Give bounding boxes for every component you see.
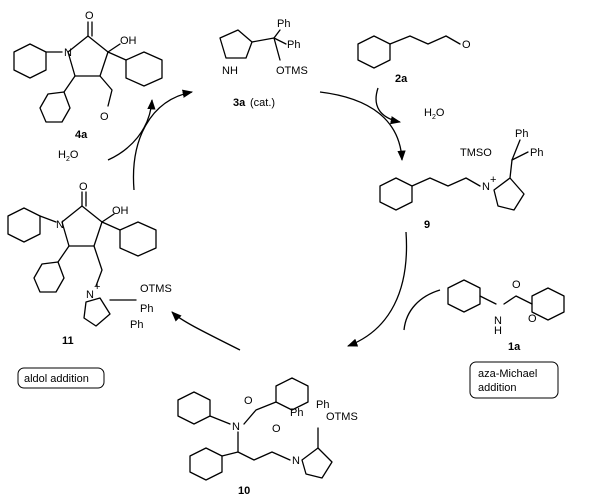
atom-n-10: N bbox=[232, 421, 240, 433]
compound-9-structure: N + TMSO Ph Ph 9 bbox=[379, 128, 543, 231]
atom-otms-10: OTMS bbox=[326, 411, 358, 423]
arrow-form-iminium bbox=[319, 91, 406, 162]
atom-n-1a: N bbox=[494, 315, 502, 327]
aldol-addition-box bbox=[17, 367, 105, 389]
atom-n-9: N bbox=[482, 181, 490, 193]
atom-ph-2: Ph bbox=[287, 39, 300, 51]
atom-n-11: N bbox=[56, 219, 64, 231]
compound-2a-structure: O 2a bbox=[357, 35, 471, 85]
atom-n-11b: N bbox=[86, 289, 94, 301]
label-2a: 2a bbox=[395, 73, 408, 85]
atom-ph-11b: Ph bbox=[130, 319, 143, 331]
label-10: 10 bbox=[238, 485, 250, 497]
arrow-aldol bbox=[171, 311, 241, 351]
atom-o-10-2: O bbox=[272, 423, 281, 435]
arrow-release-4a bbox=[107, 98, 156, 161]
atom-o-aldehyde: O bbox=[100, 111, 109, 123]
atom-ph-9b: Ph bbox=[530, 147, 543, 159]
atom-o-2a: O bbox=[462, 39, 471, 51]
atom-h-1a: H bbox=[494, 325, 502, 337]
atom-o-1a-2: O bbox=[528, 313, 537, 325]
atom-plus-11: + bbox=[94, 281, 100, 293]
label-3a-note: (cat.) bbox=[250, 97, 275, 109]
water-in-label: H2O bbox=[58, 149, 79, 163]
compound-1a-structure: N H O O 1a bbox=[447, 279, 565, 353]
aldol-addition-label: aldol addition bbox=[24, 373, 89, 385]
label-1a: 1a bbox=[508, 341, 521, 353]
aza-michael-label-line1: aza-Michael bbox=[478, 368, 537, 380]
water-out-label: H2O bbox=[424, 107, 445, 121]
label-4a: 4a bbox=[75, 129, 88, 141]
atom-ph-1: Ph bbox=[277, 18, 290, 30]
atom-n: N bbox=[64, 47, 72, 59]
atom-ph-10b: Ph bbox=[316, 399, 329, 411]
arrow-regenerate-catalyst bbox=[132, 89, 194, 191]
atom-tmso: TMSO bbox=[460, 147, 492, 159]
atom-o: O bbox=[85, 10, 94, 22]
arrow-1a-in bbox=[403, 289, 441, 331]
atom-oh-11: OH bbox=[112, 205, 129, 217]
atom-otms: OTMS bbox=[276, 65, 308, 77]
atom-otms-11: OTMS bbox=[140, 283, 172, 295]
atom-n-10b: N bbox=[292, 455, 300, 467]
atom-nh: NH bbox=[222, 65, 238, 77]
aza-michael-label-line2: addition bbox=[478, 382, 517, 394]
label-11: 11 bbox=[62, 335, 74, 347]
compound-4a-structure: O N OH O 4a bbox=[13, 10, 163, 141]
atom-ph-11a: Ph bbox=[140, 303, 153, 315]
aza-michael-box bbox=[469, 361, 559, 399]
atom-o-10-1: O bbox=[244, 395, 253, 407]
label-9: 9 bbox=[424, 219, 430, 231]
arrow-water-out bbox=[375, 87, 402, 125]
atom-o-1a-1: O bbox=[512, 279, 521, 291]
atom-o-11: O bbox=[79, 181, 88, 193]
compound-3a-structure: NH Ph Ph OTMS 3a (cat.) bbox=[219, 18, 308, 109]
compound-10-structure: N O O N Ph Ph OTMS 10 bbox=[177, 377, 358, 497]
atom-plus-9: + bbox=[490, 174, 496, 186]
label-3a: 3a bbox=[233, 97, 246, 109]
atom-oh: OH bbox=[120, 35, 137, 47]
compound-11-structure: O N OH N + OTMS Ph Ph 11 bbox=[7, 181, 172, 347]
atom-ph-9a: Ph bbox=[515, 128, 528, 140]
arrow-aza-michael bbox=[347, 231, 408, 347]
atom-ph-10a: Ph bbox=[290, 407, 303, 419]
